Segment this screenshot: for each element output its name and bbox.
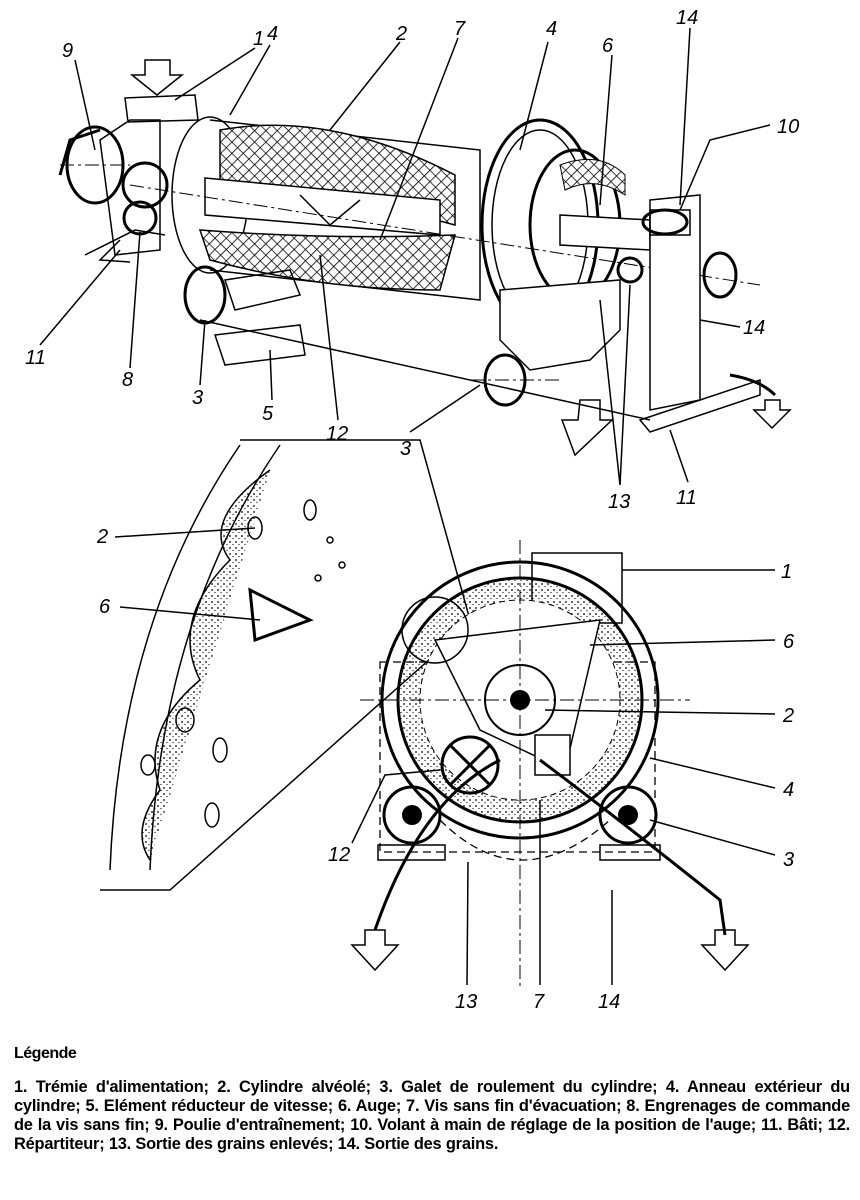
callout-labels-top: 9 1 4 2 7 4 6 14 10 14 11 8 3 5 12 3 13 … [25, 7, 799, 513]
callout-label: 7 [454, 18, 466, 40]
callout-label: 4 [783, 779, 794, 801]
callout-label: 12 [326, 423, 348, 445]
callout-label: 14 [676, 7, 698, 29]
cross-section-view [350, 540, 776, 990]
legend-title: Légende [14, 1045, 77, 1062]
callout-label: 14 [598, 991, 620, 1013]
trough-detail [248, 587, 314, 643]
arrow-out-icon [350, 929, 400, 972]
callout-label: 6 [602, 35, 614, 57]
callout-label: 13 [608, 491, 630, 513]
callout-label: 3 [783, 849, 794, 871]
callout-label: 3 [192, 387, 203, 409]
callout-labels-detail: 2 6 [96, 526, 111, 618]
arrow-in-icon [129, 59, 185, 96]
legend-text: 1. Trémie d'alimentation; 2. Cylindre al… [14, 1078, 850, 1153]
callout-label: 8 [122, 369, 133, 391]
arrow-out-icon [752, 399, 792, 430]
callout-lines [39, 27, 771, 486]
callout-label: 2 [96, 526, 108, 548]
arrow-out-icon [700, 929, 750, 972]
callout-label: 2 [782, 705, 794, 727]
trieur-diagram: 9 1 4 2 7 4 6 14 10 14 11 8 3 5 12 3 13 … [25, 7, 799, 1013]
cell-detail-view [100, 439, 471, 891]
callout-label: 6 [783, 631, 795, 653]
callout-label: 12 [328, 844, 350, 866]
distributor [440, 735, 500, 795]
arrow-out-icon [560, 399, 614, 457]
callout-label: 4 [267, 23, 278, 45]
callout-label: 10 [777, 116, 799, 138]
callout-label: 1 [253, 28, 264, 50]
callout-label: 3 [400, 438, 411, 460]
callout-label: 1 [781, 561, 792, 583]
callout-label: 13 [455, 991, 477, 1013]
callout-label: 14 [743, 317, 765, 339]
callout-label: 9 [62, 40, 73, 62]
handwheel [641, 208, 689, 236]
hopper [124, 94, 199, 123]
outer-ring-section [380, 560, 660, 840]
callout-label: 4 [546, 18, 557, 40]
callout-labels-section: 1 6 2 4 3 12 13 7 14 [328, 561, 795, 1013]
callout-label: 11 [676, 487, 697, 509]
callout-label: 5 [262, 403, 274, 425]
callout-label: 11 [25, 347, 46, 369]
callout-label: 6 [99, 596, 111, 618]
callout-label: 7 [533, 991, 545, 1013]
callout-label: 2 [395, 23, 407, 45]
isometric-view [58, 59, 792, 457]
